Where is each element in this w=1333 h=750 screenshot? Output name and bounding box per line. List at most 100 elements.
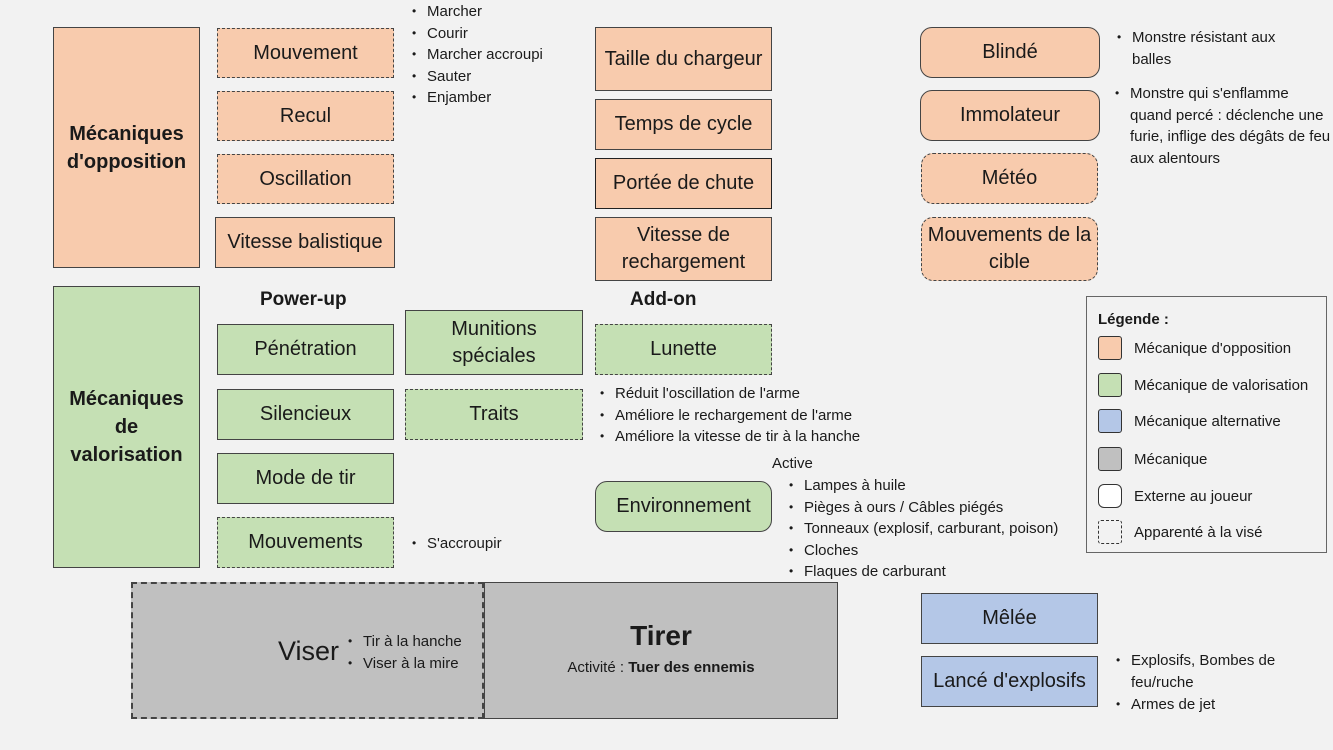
movement-list: Marcher Courir Marcher accroupi Sauter E…	[412, 1, 543, 109]
legend: Légende : Mécanique d'opposition Mécaniq…	[1086, 296, 1327, 553]
legend-item-mecanique: Mécanique	[1098, 446, 1207, 472]
legend-label: Mécanique alternative	[1134, 412, 1281, 430]
list-item: Réduit l'oscillation de l'arme	[600, 383, 860, 405]
lunette-list: Réduit l'oscillation de l'arme Améliore …	[600, 383, 860, 448]
mouvements-notes: S'accroupir	[412, 533, 502, 555]
list-item: Courir	[412, 23, 543, 45]
legend-label: Apparenté à la visé	[1134, 523, 1263, 541]
legend-item-vise: Apparenté à la visé	[1098, 519, 1262, 545]
legend-swatch	[1098, 520, 1122, 544]
environment-list: Lampes à huile Pièges à ours / Câbles pi…	[789, 475, 1058, 583]
node-label: Mode de tir	[255, 467, 356, 489]
node-tirer: Tirer Activité : Tuer des ennemis	[484, 582, 838, 719]
activity-value: Tuer des ennemis	[628, 658, 755, 676]
list-item: Tir à la hanche	[348, 631, 462, 653]
node-mouvements: Mouvements	[217, 517, 394, 568]
list-item: S'accroupir	[412, 533, 502, 555]
node-label: Mouvements de la cible	[927, 224, 1092, 273]
node-silencieux: Silencieux	[217, 389, 394, 440]
addon-heading: Add-on	[630, 289, 697, 310]
list-item: Tonneaux (explosif, carburant, poison)	[789, 518, 1058, 540]
node-environnement: Environnement	[595, 481, 772, 532]
list-item: Cloches	[789, 540, 1058, 562]
tirer-title: Tirer	[630, 619, 692, 651]
node-temps-cycle: Temps de cycle	[595, 99, 772, 150]
list-item: Monstre résistant aux balles	[1117, 27, 1297, 70]
legend-item-valorisation: Mécanique de valorisation	[1098, 372, 1308, 398]
valorisation-title: Mécaniques de valorisation	[69, 388, 184, 466]
node-blinde: Blindé	[920, 27, 1100, 78]
opposition-category: Mécaniques d'opposition	[53, 27, 200, 268]
node-label: Vitesse de rechargement	[621, 224, 746, 273]
node-label: Vitesse balistique	[227, 231, 383, 253]
node-label: Météo	[981, 167, 1038, 189]
list-item: Lampes à huile	[789, 475, 1058, 497]
node-label: Blindé	[982, 41, 1038, 63]
legend-swatch	[1098, 447, 1122, 471]
node-traits: Traits	[405, 389, 583, 440]
node-label: Portée de chute	[612, 172, 755, 194]
node-taille-chargeur: Taille du chargeur	[595, 27, 772, 91]
activity-label: Activité :	[567, 658, 629, 676]
node-oscillation: Oscillation	[217, 154, 394, 204]
legend-label: Mécanique de valorisation	[1134, 376, 1309, 394]
node-munitions-speciales: Munitions spéciales	[405, 310, 583, 375]
immolateur-notes: Monstre qui s'enflamme quand percé : déc…	[1115, 83, 1333, 169]
node-label: Environnement	[616, 495, 751, 517]
list-item: Monstre qui s'enflamme quand percé : déc…	[1115, 83, 1333, 169]
node-label: Taille du chargeur	[604, 47, 763, 70]
opposition-title: Mécaniques d'opposition	[66, 122, 187, 173]
list-item: Améliore le rechargement de l'arme	[600, 405, 860, 427]
node-mouvements-cible: Mouvements de la cible	[921, 217, 1098, 281]
node-portee-chute: Portée de chute	[595, 158, 772, 209]
explosives-list: Explosifs, Bombes de feu/ruche Armes de …	[1116, 650, 1316, 716]
list-item: Enjamber	[412, 87, 543, 109]
list-item: Explosifs, Bombes de feu/ruche	[1116, 650, 1316, 693]
legend-swatch	[1098, 336, 1122, 360]
legend-title: Légende :	[1098, 311, 1169, 328]
legend-label: Mécanique d'opposition	[1134, 339, 1292, 357]
legend-label: Externe au joueur	[1134, 487, 1253, 505]
list-item: Flaques de carburant	[789, 561, 1058, 583]
legend-item-opposition: Mécanique d'opposition	[1098, 335, 1291, 361]
legend-item-alternative: Mécanique alternative	[1098, 408, 1281, 434]
node-vitesse-balistique: Vitesse balistique	[215, 217, 395, 268]
list-item: Viser à la mire	[348, 653, 462, 675]
viser-label: Viser	[278, 636, 340, 666]
legend-item-externe: Externe au joueur	[1098, 483, 1252, 509]
list-item: Améliore la vitesse de tir à la hanche	[600, 426, 860, 448]
activity-line: Activité : Tuer des ennemis	[567, 657, 754, 679]
legend-swatch	[1098, 373, 1122, 397]
legend-swatch	[1098, 409, 1122, 433]
list-item: Armes de jet	[1116, 694, 1316, 716]
active-label: Active	[772, 455, 813, 472]
viser-list: Tir à la hanche Viser à la mire	[348, 631, 462, 674]
list-item: Sauter	[412, 66, 543, 88]
legend-label: Mécanique	[1134, 450, 1208, 468]
node-label: Mouvements	[248, 531, 363, 553]
node-melee: Mêlée	[921, 593, 1098, 644]
list-item: Marcher	[412, 1, 543, 23]
node-label: Munitions spéciales	[451, 317, 537, 367]
valorisation-category: Mécaniques de valorisation	[53, 286, 200, 568]
node-mode-tir: Mode de tir	[217, 453, 394, 504]
node-label: Temps de cycle	[614, 113, 753, 135]
node-label: Mêlée	[982, 607, 1037, 629]
list-item: Marcher accroupi	[412, 44, 543, 66]
powerup-heading: Power-up	[260, 289, 347, 310]
node-lance-explosifs: Lancé d'explosifs	[921, 656, 1098, 707]
list-item: Pièges à ours / Câbles piégés	[789, 497, 1058, 519]
node-label: Recul	[279, 104, 332, 127]
node-mouvement: Mouvement	[217, 28, 394, 78]
legend-swatch	[1098, 484, 1122, 508]
node-label: Immolateur	[959, 104, 1061, 126]
node-label: Mouvement	[253, 41, 358, 64]
node-immolateur: Immolateur	[920, 90, 1100, 141]
blinde-notes: Monstre résistant aux balles	[1117, 27, 1297, 70]
node-label: Pénétration	[254, 338, 357, 360]
node-viser: Viser Tir à la hanche Viser à la mire	[131, 582, 484, 719]
node-recul: Recul	[217, 91, 394, 141]
node-meteo: Météo	[921, 153, 1098, 204]
node-label: Silencieux	[259, 403, 352, 425]
node-lunette: Lunette	[595, 324, 772, 375]
